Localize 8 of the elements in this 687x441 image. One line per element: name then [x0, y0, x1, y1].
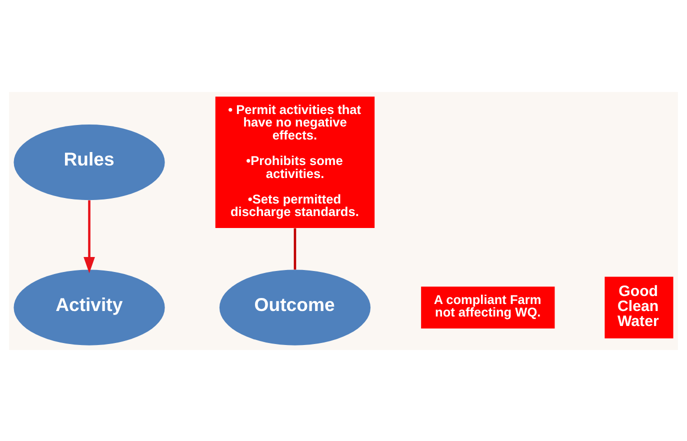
node-ellipse: Outcome	[219, 269, 371, 345]
node-ellipse: Activity	[14, 269, 165, 345]
node-ellipse: Rules	[14, 124, 165, 200]
arrow	[84, 200, 95, 273]
connector	[294, 228, 296, 270]
node-box: A compliant Farm not affecting WQ.	[421, 286, 555, 328]
node-box: Good Clean Water	[604, 276, 674, 338]
node-box: • Permit activities that have no negative effects. •Prohibits some activities. •Sets permitted discharge standards.	[215, 96, 375, 228]
